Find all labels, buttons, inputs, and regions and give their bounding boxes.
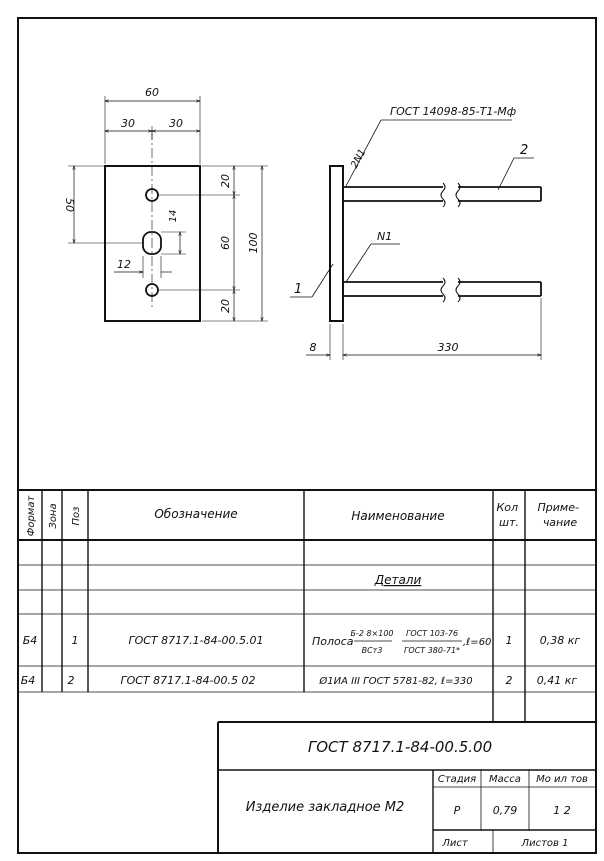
dim-slot-width: 12 — [117, 258, 131, 271]
row1-pos: 1 — [72, 634, 79, 647]
header-name: Наименование — [351, 509, 444, 523]
header-zone: Зона — [48, 503, 59, 528]
stage-label: Стадия — [438, 774, 476, 785]
plate-front-view: 60 30 30 50 20 60 20 100 14 12 — [63, 86, 268, 322]
row1-designation: ГОСТ 8717.1-84-00.5.01 — [128, 634, 263, 647]
sheet-label: Лист — [441, 838, 469, 849]
product-name: Изделие закладное М2 — [246, 800, 405, 815]
row2-pos: 2 — [68, 674, 75, 687]
sheet-frame — [17, 17, 597, 854]
sheets-label: Листов 1 — [521, 838, 569, 849]
row2-name: Ø1ИА III ГОСТ 5781-82, ℓ=330 — [318, 675, 472, 687]
row2-designation: ГОСТ 8717.1-84-00.5 02 — [120, 674, 255, 687]
dim-top-edge: 20 — [219, 174, 232, 188]
dim-plate-height: 100 — [247, 233, 260, 254]
dim-half-right: 30 — [169, 117, 183, 130]
weld-mark-top: 2N1 — [349, 147, 368, 170]
dim-half-left: 30 — [121, 117, 135, 130]
header-pos: Поз — [71, 507, 82, 526]
row1-name-suffix: ,ℓ=60 — [463, 637, 491, 648]
row1-frac1-num: Б-2 8×100 — [350, 629, 393, 638]
scale-value: 1 2 — [553, 804, 571, 817]
header-designation: Обозначение — [154, 507, 237, 521]
pos-label-bar: 2 — [520, 143, 528, 158]
break-mark-lower — [440, 277, 461, 303]
row1-note: 0,38 кг — [540, 634, 581, 647]
weld-mark-bottom: N1 — [377, 230, 392, 243]
row1-frac2-num: ГОСТ 103-76 — [406, 629, 458, 638]
pos-label-plate: 1 — [294, 282, 302, 297]
row1-format: Б4 — [23, 634, 38, 647]
dim-length: 330 — [438, 341, 459, 354]
title-block: ГОСТ 8717.1-84-00.5.00 Изделие закладное… — [217, 721, 596, 853]
scale-label: Мо ил тов — [536, 774, 588, 785]
dim-thickness: 8 — [310, 341, 317, 354]
mass-label: Масса — [489, 774, 521, 785]
row2-note: 0,41 кг — [537, 674, 578, 687]
row2-format: Б4 — [21, 674, 36, 687]
side-view: ГОСТ 14098-85-Т1-Мф 2N1 N1 2 1 8 330 — [290, 105, 542, 360]
row1-name-prefix: Полоса — [312, 635, 354, 648]
dim-middle: 60 — [219, 236, 232, 250]
row1-qty: 1 — [506, 634, 513, 647]
break-mark-upper — [440, 182, 461, 208]
stage-value: Р — [454, 804, 461, 817]
side-plate — [329, 165, 344, 322]
header-note: Приме- чание — [538, 501, 583, 529]
header-qty: Кол шт. — [496, 501, 521, 529]
dim-slot-height: 14 — [168, 210, 179, 223]
dim-bottom-edge: 20 — [219, 299, 232, 313]
header-format: Формат — [26, 495, 37, 537]
mass-value: 0,79 — [493, 804, 518, 817]
section-title-parts: Детали — [374, 573, 422, 587]
dim-plate-width: 60 — [145, 86, 159, 99]
row1-frac1-den: ВСт3 — [362, 646, 383, 655]
specification-table: Формат Зона Поз Обозначение Наименование… — [18, 489, 596, 722]
plate-outline — [104, 165, 201, 322]
document-code: ГОСТ 8717.1-84-00.5.00 — [308, 738, 492, 756]
weld-standard: ГОСТ 14098-85-Т1-Мф — [390, 105, 516, 118]
row2-qty: 2 — [506, 674, 513, 687]
dim-hole-spacing: 50 — [63, 198, 76, 212]
row1-frac2-den: ГОСТ 380-71* — [404, 646, 460, 655]
